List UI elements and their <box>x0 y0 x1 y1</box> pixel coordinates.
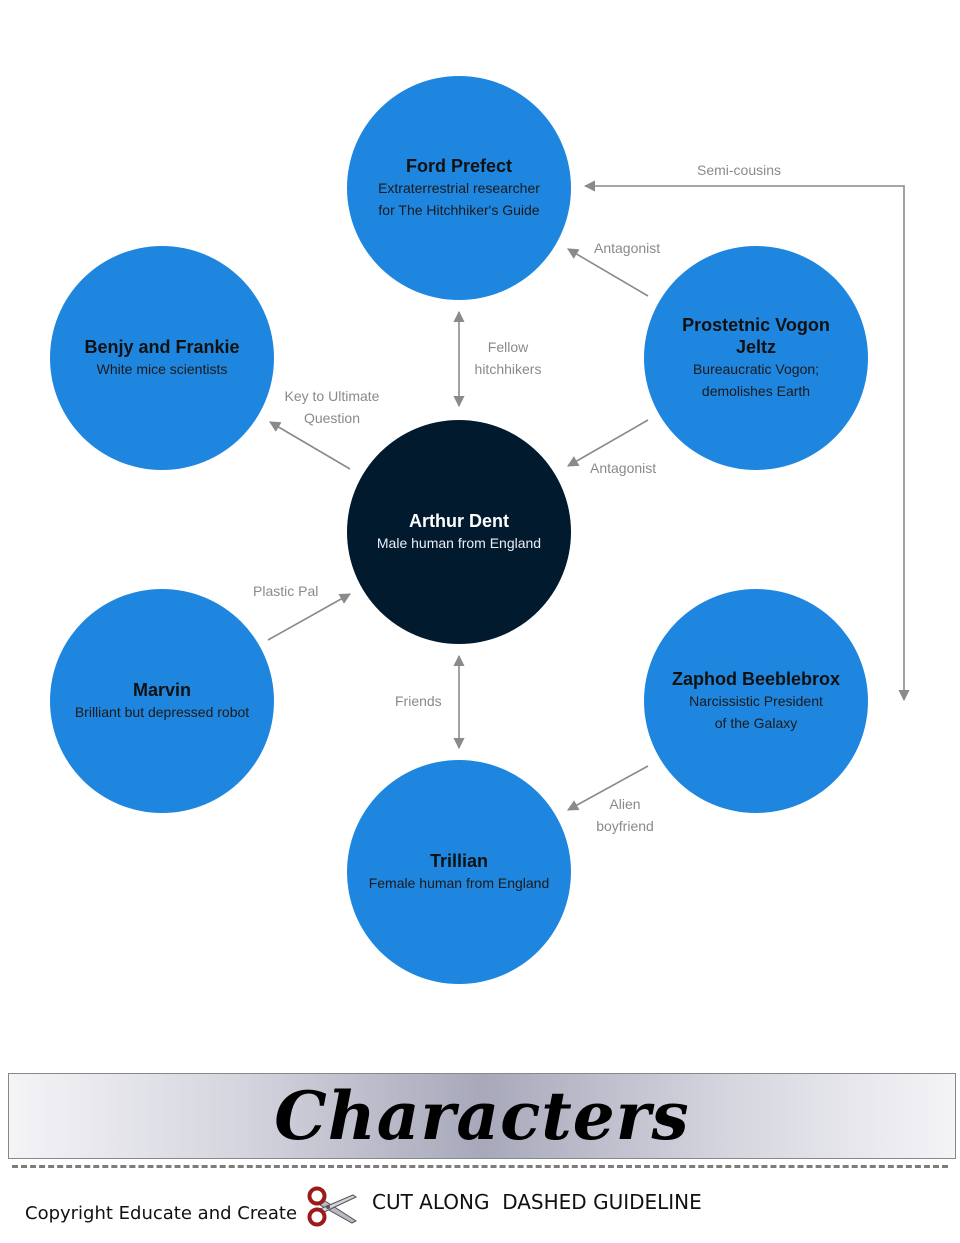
scissors-icon <box>307 1186 358 1227</box>
title-banner: Characters <box>8 1073 956 1159</box>
edge-label-plastic-pal: Plastic Pal <box>253 583 319 599</box>
node-name: Ford Prefect <box>405 156 513 176</box>
node-desc: Bureaucratic Vogon; <box>692 361 820 377</box>
edge-vogon-arthur <box>567 419 649 467</box>
edge-vogon-ford <box>567 248 649 297</box>
edge-marvin-arthur <box>267 593 351 641</box>
edge-label-line: Key to Ultimate <box>284 388 380 404</box>
edge-label-antagonist-ford: Antagonist <box>594 240 661 256</box>
node-name: Prostetnic Vogon <box>682 315 830 335</box>
cut-instruction: CUT ALONG DASHED GUIDELINE <box>372 1190 702 1214</box>
character-diagram: Ford Prefect Extraterrestrial researcher… <box>50 76 910 984</box>
banner-title: Characters <box>274 1077 690 1155</box>
edge-label-key-to-ultimate-question: Key to Ultimate Question <box>276 385 388 429</box>
node-desc: Narcissistic President <box>689 693 823 709</box>
edge-label-line: boyfriend <box>596 818 654 834</box>
copyright-text: Copyright Educate and Create <box>25 1203 298 1224</box>
node-prostetnic-vogon-jeltz: Prostetnic Vogon Jeltz Bureaucratic Vogo… <box>644 246 868 470</box>
edge-zaphod-trillian <box>567 765 649 811</box>
node-desc: of the Galaxy <box>714 715 798 731</box>
node-zaphod-beeblebrox: Zaphod Beeblebrox Narcissistic President… <box>644 589 868 813</box>
node-name: Jeltz <box>735 337 777 357</box>
edge-label-semi-cousins: Semi-cousins <box>697 162 782 178</box>
node-name: Zaphod Beeblebrox <box>671 669 841 689</box>
node-name: Marvin <box>132 680 192 700</box>
node-benjy-and-frankie: Benjy and Frankie White mice scientists <box>50 246 274 470</box>
node-trillian: Trillian Female human from England <box>347 760 571 984</box>
node-desc: Female human from England <box>368 875 550 891</box>
node-desc: Extraterrestrial researcher <box>378 180 540 196</box>
node-desc: demolishes Earth <box>701 383 811 399</box>
node-desc: Brilliant but depressed robot <box>74 704 250 720</box>
edge-label-alien-boyfriend: Alien boyfriend <box>588 793 662 837</box>
edge-semi-cousins <box>583 180 910 702</box>
edge-label-line: hitchhikers <box>474 361 542 377</box>
node-name: Arthur Dent <box>409 511 509 531</box>
edge-label-friends: Friends <box>395 693 442 709</box>
node-name: Trillian <box>429 851 489 871</box>
node-ford-prefect: Ford Prefect Extraterrestrial researcher… <box>347 76 571 300</box>
node-name: Benjy and Frankie <box>84 337 240 357</box>
node-desc: White mice scientists <box>96 361 228 377</box>
edge-label-line: Fellow <box>487 339 529 355</box>
edge-label-line: Alien <box>609 796 641 812</box>
edge-label-antagonist-arthur: Antagonist <box>590 460 657 476</box>
node-marvin: Marvin Brilliant but depressed robot <box>50 589 274 813</box>
node-desc: Male human from England <box>376 535 542 551</box>
edge-layer <box>267 180 910 811</box>
edge-label-line: Question <box>303 410 361 426</box>
node-desc: for The Hitchhiker's Guide <box>378 202 540 218</box>
cut-guideline <box>12 1165 948 1168</box>
node-arthur-dent: Arthur Dent Male human from England <box>347 420 571 644</box>
edge-label-fellow-hitchhikers: Fellow hitchhikers <box>468 336 548 380</box>
edge-arthur-benjy <box>269 421 351 470</box>
